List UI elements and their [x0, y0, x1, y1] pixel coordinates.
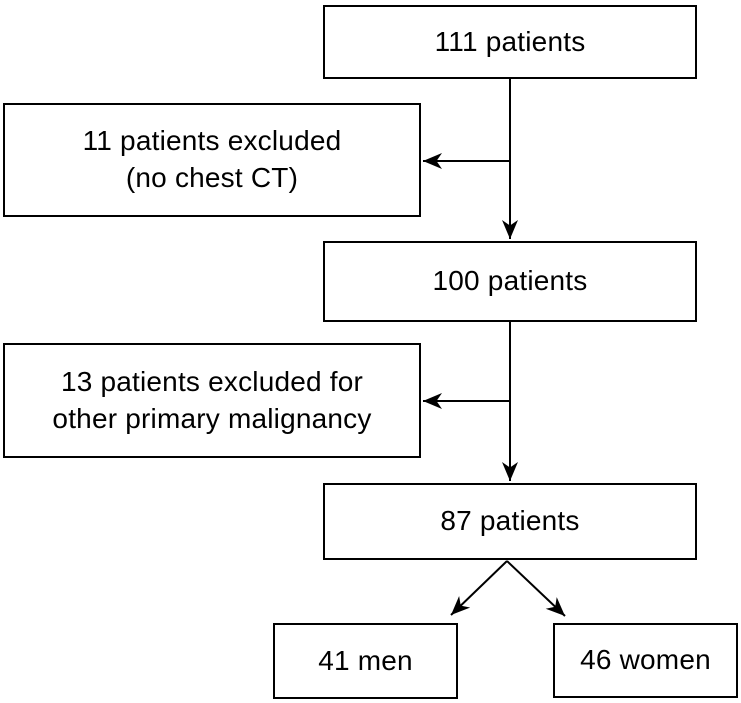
node-label: 87 patients [440, 505, 580, 537]
node-excluded-other-malignancy: 13 patients excluded for other primary m… [3, 343, 421, 458]
edge-final-to-women [506, 560, 566, 617]
node-label: 46 women [580, 644, 711, 676]
node-label: 100 patients [432, 265, 588, 297]
node-label-line2: other primary malignancy [52, 402, 372, 434]
node-label-line1: 11 patients excluded [82, 125, 342, 157]
node-label: 41 men [318, 644, 413, 676]
node-women: 46 women [553, 623, 738, 698]
node-label-line1: 13 patients excluded for [60, 365, 364, 397]
node-100-patients: 100 patients [323, 241, 697, 322]
node-excluded-no-chest-ct: 11 patients excluded (no chest CT) [3, 103, 421, 217]
node-men: 41 men [273, 623, 458, 699]
node-label-line2: (no chest CT) [125, 162, 299, 193]
edge-final-to-men [450, 560, 508, 616]
node-final-cohort: 87 patients [323, 483, 697, 560]
node-label: 111 patients [434, 25, 586, 57]
node-total-patients: 111 patients [323, 5, 697, 79]
